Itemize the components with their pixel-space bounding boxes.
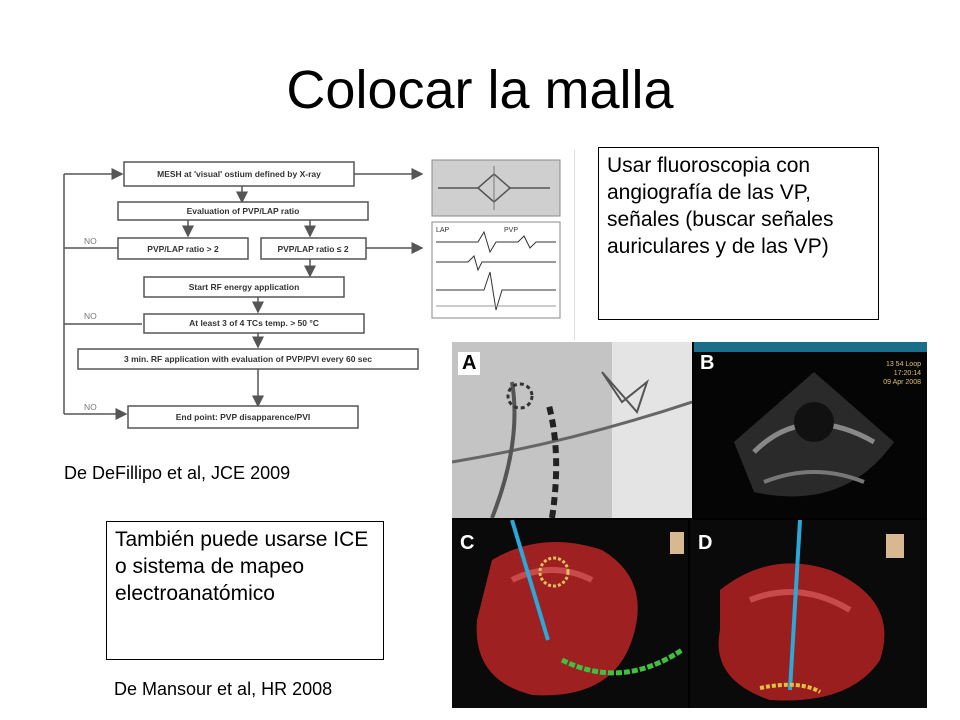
no-label-3: NO: [84, 402, 97, 412]
flow-step-1: MESH at 'visual' ostium defined by X-ray: [157, 169, 321, 179]
flow-step-3b: PVP/LAP ratio ≤ 2: [277, 244, 348, 254]
panel-d-map: D: [690, 520, 927, 708]
flow-step-3a: PVP/LAP ratio > 2: [147, 244, 219, 254]
flow-step-5: At least 3 of 4 TCs temp. > 50 °C: [189, 318, 319, 328]
flow-step-4: Start RF energy application: [189, 282, 300, 292]
xray-mesh-thumbnail: [431, 159, 561, 217]
panel-label-b: B: [700, 352, 715, 374]
caption-defillipo: De DeFillipo et al, JCE 2009: [64, 463, 291, 483]
flow-step-7: End point: PVP disapparence/PVI: [176, 412, 310, 422]
flow-step-2: Evaluation of PVP/LAP ratio: [187, 206, 300, 216]
caption-mansour: De Mansour et al, HR 2008: [114, 679, 333, 699]
svg-text:PVP: PVP: [504, 227, 518, 234]
panel-a-fluoroscopy: A: [452, 342, 692, 518]
echo-loop-text: 13 54 Loop: [885, 361, 921, 368]
svg-text:LAP: LAP: [436, 227, 450, 234]
flowchart-diagram: MESH at 'visual' ostium defined by X-ray…: [63, 159, 561, 429]
no-label-2: NO: [84, 311, 97, 321]
imaging-figure: A B 13 54 Loop 17:20:14 09 Apr 2008 C: [452, 342, 927, 708]
echo-readout: 13 54 Loop 17:20:14 09 Apr 2008: [883, 360, 921, 387]
note-ice: También puede usarse ICE o sistema de ma…: [106, 521, 384, 660]
panel-c-map: C: [452, 520, 688, 708]
panel-label-d: D: [698, 532, 713, 554]
echo-date-text: 09 Apr 2008: [883, 379, 921, 386]
electrogram-thumbnail: LAP PVP: [431, 221, 561, 319]
divider: [574, 150, 575, 340]
panel-b-echo: B 13 54 Loop 17:20:14 09 Apr 2008: [694, 342, 927, 518]
no-label-1: NO: [84, 236, 97, 246]
flow-step-6: 3 min. RF application with evaluation of…: [124, 354, 372, 364]
panel-label-a: A: [458, 352, 481, 375]
page-title: Colocar la malla: [286, 60, 674, 120]
echo-time-text: 17:20:14: [893, 370, 921, 377]
panel-label-c: C: [460, 532, 475, 554]
note-fluoroscopy: Usar fluoroscopia con angiografía de las…: [598, 147, 879, 320]
